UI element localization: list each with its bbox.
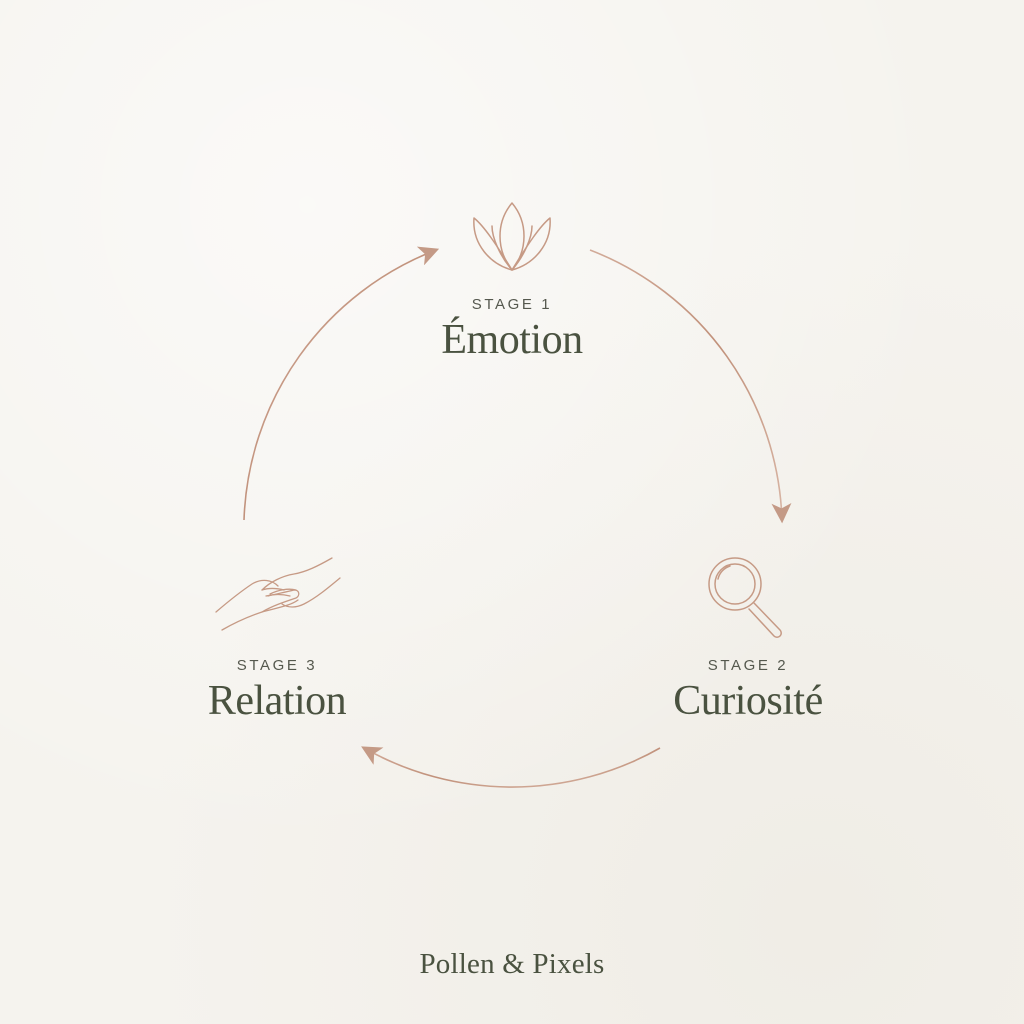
arrow-stage3-to-stage1	[243, 246, 440, 521]
stage-1-name: Émotion	[441, 317, 583, 363]
stage-2-name: Curiosité	[673, 678, 823, 724]
stage-2: STAGE 2 Curiosité	[598, 657, 898, 724]
hands-icon	[215, 557, 341, 631]
arrow-stage2-to-stage3	[361, 746, 661, 788]
stage-1: STAGE 1 Émotion	[362, 296, 662, 363]
stage-3-label: STAGE 3	[236, 657, 318, 674]
stage-1-label: STAGE 1	[471, 296, 553, 313]
brand-wordmark: Pollen & Pixels	[419, 948, 605, 980]
stage-2-label: STAGE 2	[707, 657, 789, 674]
stage-3: STAGE 3 Relation	[127, 657, 427, 724]
magnifying-glass-icon	[708, 557, 782, 638]
stage-3-name: Relation	[207, 678, 347, 724]
arrow-stage1-to-stage2	[589, 249, 792, 524]
lotus-icon	[473, 202, 551, 271]
